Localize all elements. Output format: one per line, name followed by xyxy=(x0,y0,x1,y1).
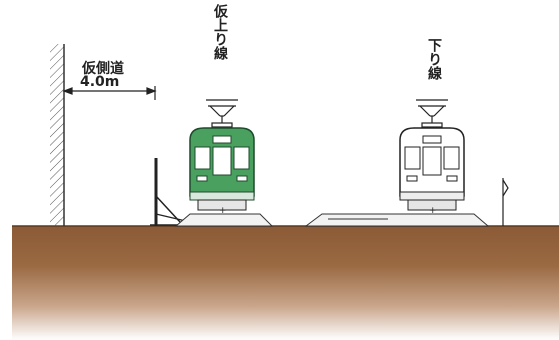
retaining-wall xyxy=(50,44,65,226)
svg-text:+: + xyxy=(219,206,227,216)
walkway-dimension-line xyxy=(62,86,157,100)
signal-post xyxy=(502,178,509,226)
label-temporary-up-line: 仮上り線 xyxy=(212,4,228,60)
label-temporary-walkway: 仮側道 xyxy=(82,61,124,77)
label-down-line: 下り線 xyxy=(426,38,442,80)
ground xyxy=(12,226,559,340)
svg-text:+: + xyxy=(429,206,437,216)
label-walkway-width: 4.0m xyxy=(80,74,120,90)
track-bed-down xyxy=(304,213,490,227)
fence-post xyxy=(150,158,192,226)
train-down-line: + xyxy=(399,99,465,216)
track-bed-up xyxy=(174,213,274,227)
train-up-line: + xyxy=(189,99,255,216)
